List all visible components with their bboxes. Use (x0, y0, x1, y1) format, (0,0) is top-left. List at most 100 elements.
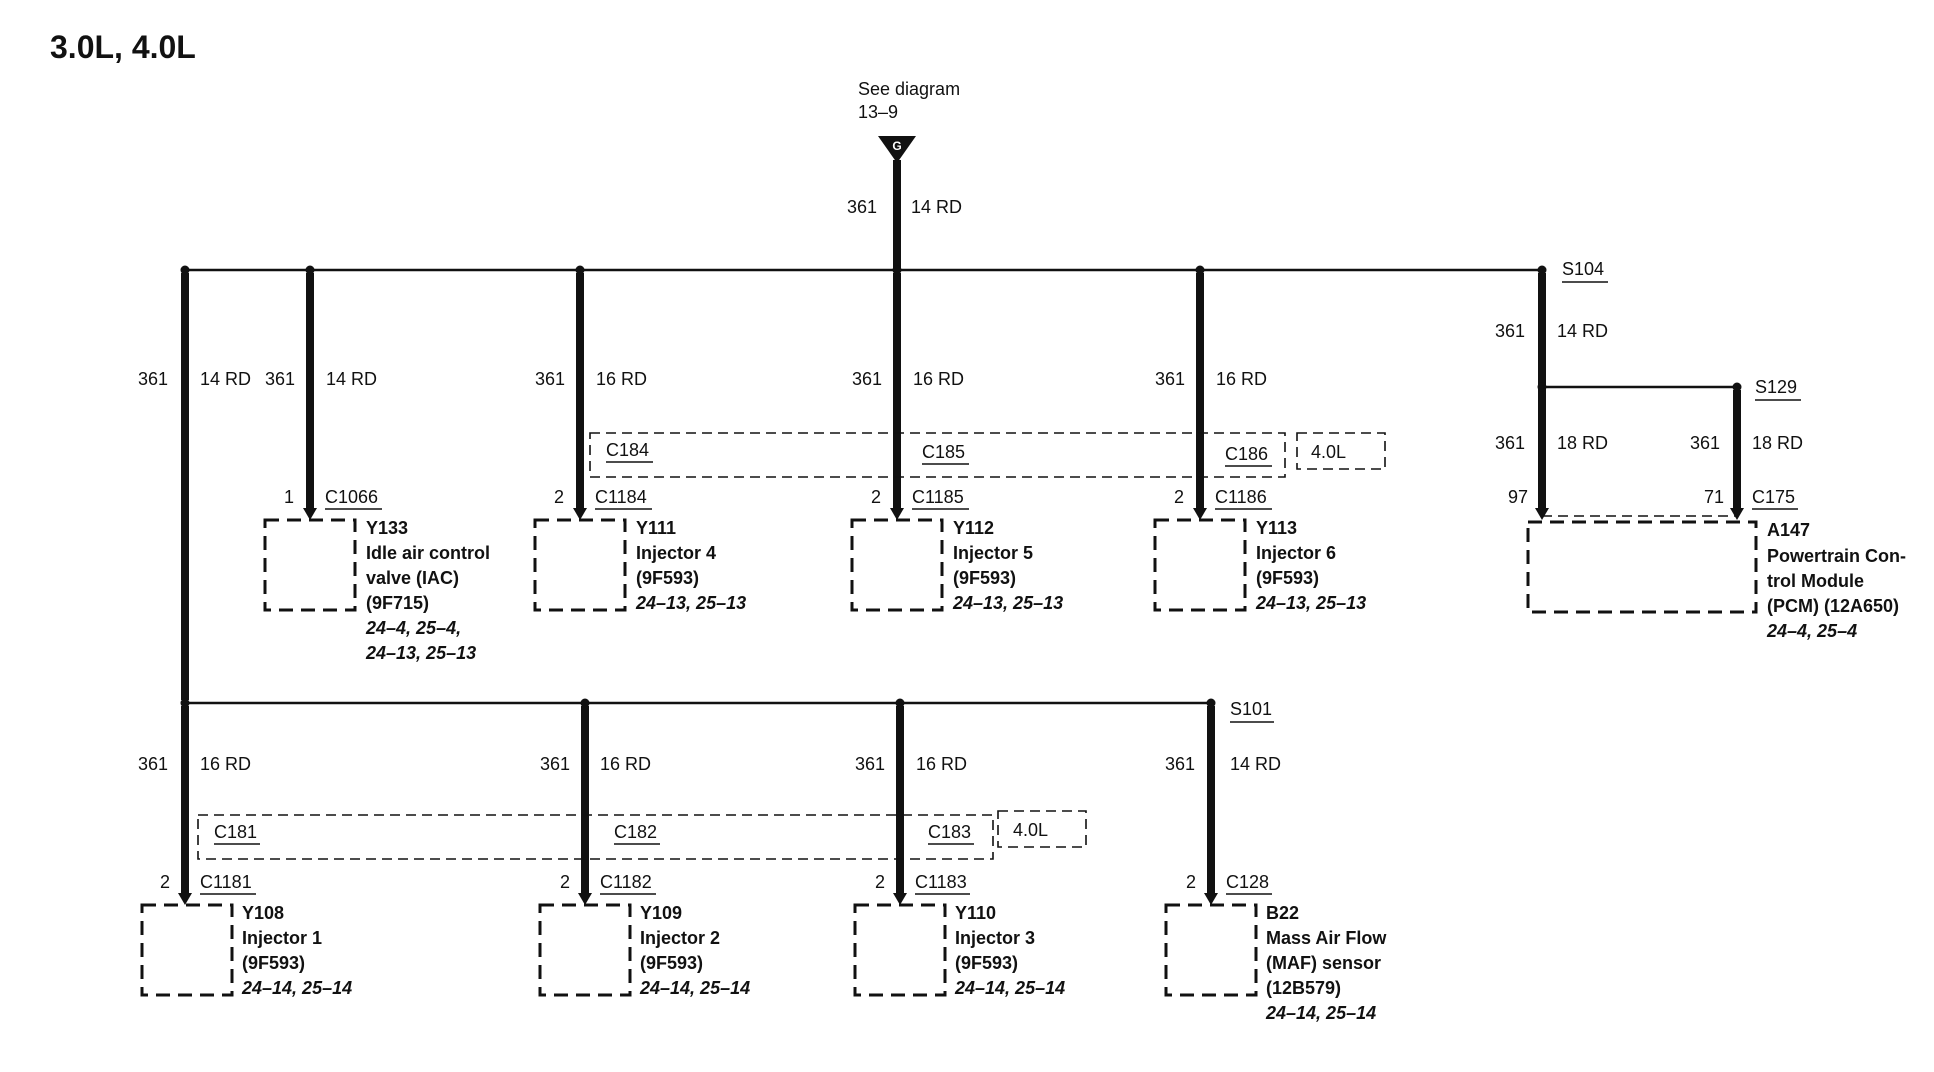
inj6-connector: C1186 (1215, 487, 1267, 507)
inj4-part: (9F593) (636, 568, 699, 588)
connector-c183: C183 (928, 822, 971, 842)
inj3-part: (9F593) (955, 953, 1018, 973)
s104-wire-size: 14 RD (1557, 321, 1608, 341)
pcm-name-line1: Powertrain Con- (1767, 546, 1906, 566)
pcm-b-pin: 71 (1704, 487, 1724, 507)
inj2-id: Y109 (640, 903, 682, 923)
iac-name-line2: valve (IAC) (366, 568, 459, 588)
splice-label-s104: S104 (1562, 259, 1604, 279)
maf-ref: 24–14, 25–14 (1265, 1003, 1376, 1023)
trunk-wire-size: 14 RD (200, 369, 251, 389)
inj3-ref: 24–14, 25–14 (954, 978, 1065, 998)
splice-dot (892, 265, 902, 275)
ground-source-triangle-icon (878, 136, 916, 163)
splice-dot (305, 265, 315, 275)
inj5-circuit: 361 (852, 369, 882, 389)
inj5-name: Injector 5 (953, 543, 1033, 563)
bottom-option-label: 4.0L (1013, 820, 1048, 840)
inj3-component-box (853, 903, 947, 997)
iac-component-box (263, 518, 357, 612)
inj5-pin: 2 (871, 487, 881, 507)
pin-arrow-icon (893, 893, 907, 905)
iac-part: (9F715) (366, 593, 429, 613)
diagram-title: 3.0L, 4.0L (50, 29, 196, 65)
splice-dot (895, 698, 905, 708)
maf-name-line2: (MAF) sensor (1266, 953, 1381, 973)
inj2-connector: C1182 (600, 872, 652, 892)
splice-dot (1732, 382, 1742, 392)
splice-label-s101: S101 (1230, 699, 1272, 719)
maf-wire-size: 14 RD (1230, 754, 1281, 774)
inj4-component-box (533, 518, 627, 612)
top-option-box (1296, 432, 1386, 470)
inj2-pin: 2 (560, 872, 570, 892)
top-connector-group-box (589, 432, 1286, 478)
pcm-component-box (1526, 520, 1758, 614)
pin-arrow-icon (890, 508, 904, 520)
pin-arrow-icon (1193, 508, 1207, 520)
splice-dot (1537, 265, 1547, 275)
inj4-wire-size: 16 RD (596, 369, 647, 389)
inj4-pin: 2 (554, 487, 564, 507)
pcm-b-connector: C175 (1752, 487, 1795, 507)
bottom-option-box (997, 810, 1087, 848)
inj2-circuit: 361 (540, 754, 570, 774)
maf-part: (12B579) (1266, 978, 1341, 998)
pcm-name-line3: (PCM) (12A650) (1767, 596, 1899, 616)
splice-label-s129: S129 (1755, 377, 1797, 397)
inj6-part: (9F593) (1256, 568, 1319, 588)
inj2-ref: 24–14, 25–14 (639, 978, 750, 998)
inj5-component-box (850, 518, 944, 612)
inj2-component-box (538, 903, 632, 997)
pin-arrow-icon (1204, 893, 1218, 905)
iac-wire-size: 14 RD (326, 369, 377, 389)
trunk-circuit: 361 (138, 369, 168, 389)
inj1-wire-size: 16 RD (200, 754, 251, 774)
pcm-b-wire-size: 18 RD (1752, 433, 1803, 453)
splice-dot (580, 698, 590, 708)
maf-component-box (1164, 903, 1258, 997)
inj1-connector: C1181 (200, 872, 252, 892)
splice-dot (1195, 265, 1205, 275)
inj1-pin: 2 (160, 872, 170, 892)
connector-c185: C185 (922, 442, 965, 462)
pcm-id: A147 (1767, 520, 1810, 540)
inj4-ref: 24–13, 25–13 (635, 593, 746, 613)
pin-arrow-icon (573, 508, 587, 520)
inj6-id: Y113 (1256, 518, 1297, 538)
source-symbol: G (892, 139, 901, 153)
pin-arrow-icon (1730, 508, 1744, 520)
pcm-name-line2: trol Module (1767, 571, 1864, 591)
inj5-connector: C1185 (912, 487, 964, 507)
pcm-b-circuit: 361 (1690, 433, 1720, 453)
inj2-part: (9F593) (640, 953, 703, 973)
inj6-wire-size: 16 RD (1216, 369, 1267, 389)
connector-c182: C182 (614, 822, 657, 842)
top-option-label: 4.0L (1311, 442, 1346, 462)
inj2-name: Injector 2 (640, 928, 720, 948)
maf-circuit: 361 (1165, 754, 1195, 774)
pcm-ref: 24–4, 25–4 (1766, 621, 1857, 641)
splice-dot (180, 698, 190, 708)
iac-id: Y133 (366, 518, 408, 538)
inj1-name: Injector 1 (242, 928, 322, 948)
pin-arrow-icon (303, 508, 317, 520)
inj3-connector: C1183 (915, 872, 967, 892)
iac-ref-line1: 24–4, 25–4, (365, 618, 461, 638)
inj4-circuit: 361 (535, 369, 565, 389)
connector-c186: C186 (1225, 444, 1268, 464)
inj3-wire-size: 16 RD (916, 754, 967, 774)
pcm-a-pin: 97 (1508, 487, 1528, 507)
splice-dot (180, 265, 190, 275)
iac-ref-line2: 24–13, 25–13 (365, 643, 476, 663)
maf-connector: C128 (1226, 872, 1269, 892)
inj1-part: (9F593) (242, 953, 305, 973)
source-reference-text: See diagram (858, 79, 960, 99)
inj1-ref: 24–14, 25–14 (241, 978, 352, 998)
iac-circuit: 361 (265, 369, 295, 389)
bottom-connector-group-box (197, 814, 994, 860)
inj3-id: Y110 (955, 903, 996, 923)
connector-c184: C184 (606, 440, 649, 460)
inj5-id: Y112 (953, 518, 994, 538)
